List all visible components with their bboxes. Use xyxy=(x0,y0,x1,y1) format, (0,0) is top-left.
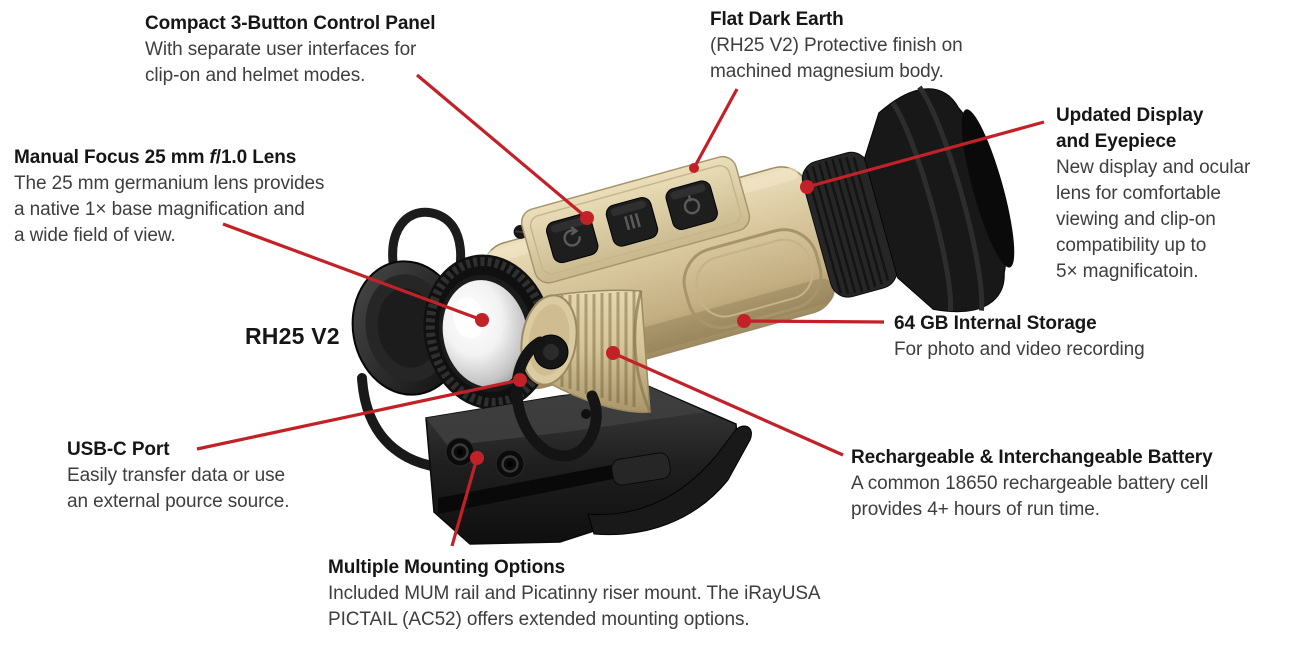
callout-title: Multiple Mounting Options xyxy=(328,557,566,578)
rail-groove xyxy=(438,458,648,514)
callout-line-mounting xyxy=(450,457,479,547)
callout-description: The 25 mm germanium lens provides a nati… xyxy=(14,173,325,246)
qd-lever xyxy=(587,425,752,536)
callout-dot-mounting xyxy=(470,451,484,465)
callout-description: New display and ocular lens for comforta… xyxy=(1056,157,1251,282)
callout-line-control-panel xyxy=(415,73,589,220)
callout-line-lens xyxy=(222,222,483,322)
qd-mount xyxy=(425,385,752,545)
callout-title: Manual Focus 25 mm f/1.0 Lens xyxy=(14,145,324,171)
control-button-menu xyxy=(605,196,659,247)
callout-title: Flat Dark Earth xyxy=(710,9,844,30)
callout-description: With separate user interfaces for clip-o… xyxy=(145,39,417,86)
callout-dot-finish xyxy=(689,163,699,173)
callout-title: Compact 3-Button Control Panel xyxy=(145,13,436,34)
control-button-power xyxy=(665,180,718,231)
callout-description: A common 18650 rechargeable battery cell… xyxy=(851,473,1209,520)
callout-dot-battery xyxy=(606,346,620,360)
control-panel-deck xyxy=(520,155,751,284)
title-segment: /1.0 Lens xyxy=(215,147,297,168)
callout-line-finish xyxy=(692,88,739,169)
mount-screw-2 xyxy=(495,449,525,479)
callout-dot-control-panel xyxy=(580,211,594,225)
callout-dots xyxy=(470,163,814,465)
callout-storage: 64 GB Internal Storage For photo and vid… xyxy=(894,311,1145,363)
callout-title: USB-C Port xyxy=(67,439,170,460)
callout-display-eyepiece: Updated Display and Eyepiece New display… xyxy=(1056,103,1250,285)
callout-title: 64 GB Internal Storage xyxy=(894,313,1097,334)
callout-dot-usb xyxy=(513,373,527,387)
callout-dot-lens xyxy=(475,313,489,327)
callout-dot-storage xyxy=(737,314,751,328)
usb-port-cover xyxy=(511,334,602,462)
callout-usb-port: USB-C Port Easily transfer data or use a… xyxy=(67,437,289,515)
callout-line-storage xyxy=(743,319,885,324)
back-icon xyxy=(563,226,581,247)
eyecup xyxy=(863,85,1015,313)
callout-lens: Manual Focus 25 mm f/1.0 Lens The 25 mm … xyxy=(14,145,324,249)
fstop-italic: f xyxy=(209,147,216,168)
callout-description: Easily transfer data or use an external … xyxy=(67,465,290,512)
menu-icon xyxy=(624,213,641,231)
title-segment: Manual Focus 25 mm xyxy=(14,147,210,168)
callout-control-panel: Compact 3-Button Control Panel With sepa… xyxy=(145,11,436,89)
callout-finish: Flat Dark Earth (RH25 V2) Protective fin… xyxy=(710,7,963,85)
callout-title: Updated Display and Eyepiece xyxy=(1056,105,1204,152)
callout-description: For photo and video recording xyxy=(894,339,1145,360)
body-groove-inner xyxy=(695,238,814,318)
body-groove-outer xyxy=(682,228,823,329)
control-button-back xyxy=(546,213,599,264)
callout-description: (RH25 V2) Protective finish on machined … xyxy=(710,35,963,82)
callout-lines xyxy=(196,73,1045,547)
mount-screw-1 xyxy=(445,437,475,467)
callout-title: Rechargeable & Interchangeable Battery xyxy=(851,447,1213,468)
callout-line-battery xyxy=(612,351,844,457)
callout-line-display xyxy=(806,120,1045,189)
power-icon xyxy=(683,195,701,215)
callout-description: Included MUM rail and Picatinny riser mo… xyxy=(328,583,821,630)
callout-dot-display xyxy=(800,180,814,194)
model-label: RH25 V2 xyxy=(245,323,340,349)
clamp-bar xyxy=(611,452,671,486)
callout-mounting: Multiple Mounting Options Included MUM r… xyxy=(328,555,821,633)
battery-compartment xyxy=(511,289,652,462)
callout-line-usb xyxy=(196,378,521,451)
callout-battery: Rechargeable & Interchangeable Battery A… xyxy=(851,445,1213,523)
